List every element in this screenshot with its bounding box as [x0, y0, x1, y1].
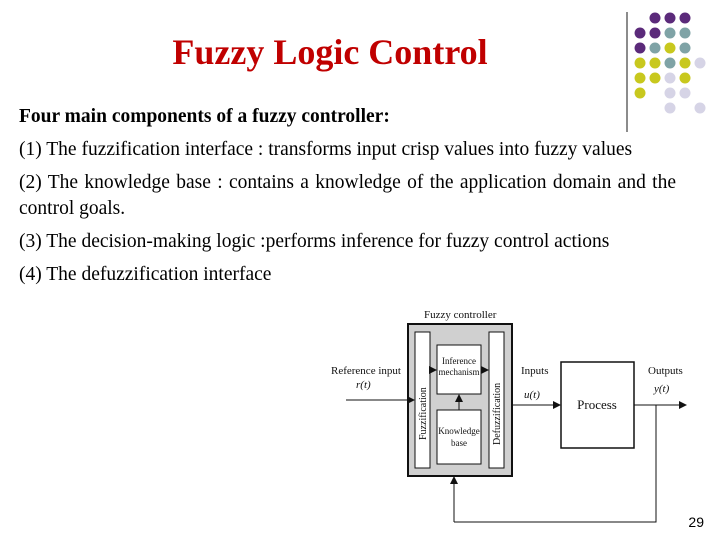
decorative-dot — [634, 72, 646, 84]
page-number: 29 — [688, 514, 704, 530]
components-heading: Four main components of a fuzzy controll… — [19, 106, 390, 127]
decorative-dot — [664, 12, 676, 24]
decorative-dot-grid — [634, 12, 706, 114]
defuzzification-box — [488, 331, 505, 469]
reference-input-symbol: r(t) — [356, 379, 371, 391]
decorative-dot — [679, 57, 691, 69]
decorative-dot — [649, 42, 661, 54]
knowledge-label-line2: base — [451, 438, 467, 448]
decorative-dot — [664, 27, 676, 39]
decorative-dot — [694, 102, 706, 114]
decorative-dot — [649, 12, 661, 24]
decorative-dot — [679, 42, 691, 54]
decorative-dot — [679, 87, 691, 99]
feedback-line — [454, 405, 657, 523]
component-item-1: (1) The fuzzification interface : transf… — [19, 139, 633, 160]
inference-label-line1: Inference — [442, 356, 476, 366]
decorative-dot — [634, 27, 646, 39]
component-item-4: (4) The defuzzification interface — [19, 264, 272, 285]
reference-input-label: Reference input — [331, 365, 401, 377]
process-label: Process — [577, 397, 617, 412]
decorative-dot — [664, 42, 676, 54]
component-item-2: (2) The knowledge base : contains a know… — [19, 172, 676, 219]
decorative-divider — [626, 12, 628, 132]
component-item-3: (3) The decision-making logic :performs … — [19, 231, 610, 252]
outputs-label: Outputs — [648, 365, 683, 377]
inputs-symbol: u(t) — [524, 389, 540, 401]
decorative-dot — [664, 102, 676, 114]
fuzzy-controller-label: Fuzzy controller — [424, 309, 497, 321]
fuzzy-controller-diagram: Fuzzy controller Fuzzification Inference… — [331, 309, 687, 523]
decorative-dot — [694, 57, 706, 69]
inputs-label: Inputs — [521, 365, 549, 377]
outputs-symbol: y(t) — [653, 383, 670, 395]
knowledge-base-box — [436, 409, 482, 465]
decorative-dot — [634, 87, 646, 99]
decorative-dot — [649, 72, 661, 84]
defuzzification-label: Defuzzification — [492, 383, 503, 445]
decorative-dot — [634, 42, 646, 54]
knowledge-label-line1: Knowledge — [438, 426, 480, 436]
decorative-dot — [649, 27, 661, 39]
slide-body: Four main components of a fuzzy controll… — [19, 104, 676, 295]
slide-title: Fuzzy Logic Control — [172, 32, 488, 72]
fuzzification-label: Fuzzification — [418, 387, 429, 440]
decorative-dot — [664, 72, 676, 84]
inference-label-line2: mechanism — [439, 367, 480, 377]
inference-mechanism-box — [436, 344, 482, 395]
fuzzification-box — [414, 331, 431, 469]
decorative-dot — [679, 72, 691, 84]
decorative-dot — [664, 87, 676, 99]
decorative-dot — [634, 57, 646, 69]
decorative-dot — [679, 12, 691, 24]
decorative-dot — [679, 27, 691, 39]
decorative-dot — [649, 57, 661, 69]
decorative-dot — [664, 57, 676, 69]
